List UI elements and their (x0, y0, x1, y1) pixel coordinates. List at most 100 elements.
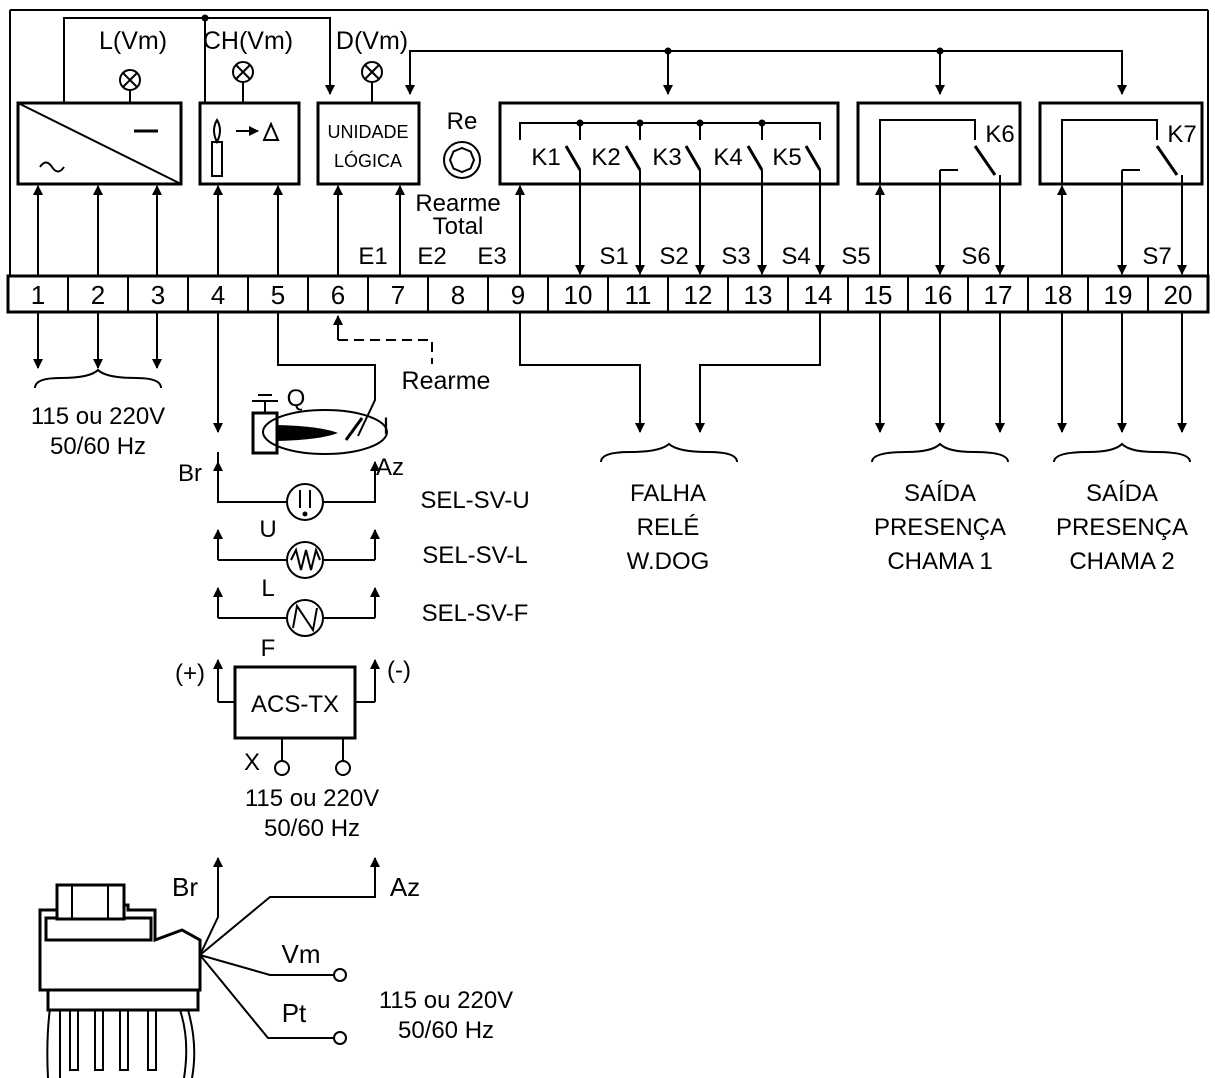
terminal-number: 16 (924, 280, 953, 310)
relay-k2-label: K2 (591, 144, 620, 171)
terminal-number: 2 (91, 280, 105, 310)
terminal-label-s5: S5 (841, 243, 870, 270)
indicator-d-label: D(Vm) (336, 27, 408, 55)
flame1-output-label-2: PRESENÇA (874, 514, 1006, 541)
flame2-output-label-3: CHAMA 2 (1069, 548, 1174, 575)
sensor-i-label: I (383, 413, 390, 440)
model-sel-sv-l: SEL-SV-L (422, 542, 527, 569)
indicator-ch-label: CH(Vm) (203, 27, 293, 55)
terminal-number: 1 (31, 280, 45, 310)
relay-k1-label: K1 (531, 144, 560, 171)
terminal-label-e1: E1 (358, 243, 387, 270)
transmitter-x-label: X (244, 749, 260, 776)
sensor-u-row (213, 461, 380, 503)
terminal-label-s1: S1 (599, 243, 628, 270)
failure-output-label-3: W.DOG (627, 548, 710, 575)
total-reset-label-2: Total (433, 213, 484, 240)
relay-supply-rail (405, 47, 1127, 95)
relay-block-k1-k5 (498, 101, 840, 186)
terminal-number: 5 (271, 280, 285, 310)
terminal-label-e3: E3 (477, 243, 506, 270)
ir-sensor-icon (286, 541, 324, 579)
failure-output-label-1: FALHA (630, 480, 706, 507)
indicator-l-label: L(Vm) (99, 27, 167, 55)
terminal-number: 13 (744, 280, 773, 310)
flame2-output-label-1: SAÍDA (1086, 480, 1158, 507)
igniter-icon (251, 394, 388, 455)
flame1-output-wiring (871, 312, 1009, 463)
sensor-az-label: Az (376, 454, 404, 481)
logic-unit-label-2: LÓGICA (334, 150, 402, 171)
cable-supply-frequency: 50/60 Hz (398, 1017, 494, 1044)
lamp-l-icon (119, 69, 141, 103)
flame2-output-wiring (1053, 312, 1191, 463)
sensor-f-label: F (261, 635, 276, 662)
terminal-number: 12 (684, 280, 713, 310)
relay-k4-label: K4 (713, 144, 742, 171)
remote-reset-label: Rearme (402, 367, 491, 395)
model-sel-sv-f: SEL-SV-F (422, 600, 529, 627)
flame2-output-label-2: PRESENÇA (1056, 514, 1188, 541)
main-supply-wiring (33, 312, 162, 389)
terminal-number: 4 (211, 280, 225, 310)
cable-supply-voltage: 115 ou 220V (379, 987, 513, 1014)
sensor-br-label: Br (178, 460, 202, 487)
cable-pt-label: Pt (282, 998, 307, 1028)
cable-vm-label: Vm (282, 939, 321, 969)
total-reset-label-1: Rearme (415, 190, 500, 217)
sensor-cable-wiring (199, 857, 380, 1045)
flame-amplifier-box (198, 101, 301, 186)
terminal-label-s2: S2 (659, 243, 688, 270)
terminal-label-s7: S7 (1142, 243, 1171, 270)
remote-reset-wiring (333, 315, 433, 364)
terminal-label-e2: E2 (417, 243, 446, 270)
terminal-label-s6: S6 (961, 243, 990, 270)
terminal-number: 18 (1044, 280, 1073, 310)
failure-output-wiring (519, 312, 821, 463)
relay-k7-label: K7 (1167, 121, 1196, 148)
terminal-number: 15 (864, 280, 893, 310)
internal-wiring (33, 170, 1187, 276)
transmitter-label: ACS-TX (251, 691, 339, 718)
sensor-f-row (213, 587, 380, 619)
power-rail (63, 14, 335, 103)
flame1-output-label-1: SAÍDA (904, 480, 976, 507)
terminal-label-s4: S4 (781, 243, 810, 270)
power-supply-box (16, 101, 183, 186)
sensor-head-icon (38, 883, 202, 1078)
tx-supply-frequency: 50/60 Hz (264, 815, 360, 842)
terminal-label-s3: S3 (721, 243, 750, 270)
flicker-sensor-icon (286, 599, 324, 637)
terminal-number: 17 (984, 280, 1013, 310)
uv-sensor-icon (286, 483, 324, 521)
reset-button-label: Re (447, 108, 478, 135)
lamp-ch-icon (232, 61, 254, 103)
terminal-number: 14 (804, 280, 833, 310)
sensor-l-label: L (261, 575, 274, 602)
transmitter-wiring (213, 659, 380, 776)
enclosure-outline (9, 9, 1209, 276)
model-sel-sv-u: SEL-SV-U (420, 487, 529, 514)
relay-k3-label: K3 (652, 144, 681, 171)
reset-button-icon[interactable] (443, 141, 481, 179)
logic-unit-label-1: UNIDADE (327, 122, 408, 142)
transmitter-plus-label: (+) (175, 660, 205, 687)
failure-output-label-2: RELÉ (637, 514, 700, 541)
lamp-d-icon (361, 61, 383, 103)
terminal-number: 9 (511, 280, 525, 310)
tx-supply-voltage: 115 ou 220V (245, 785, 379, 812)
terminal-number: 8 (451, 280, 465, 310)
relay-k6-label: K6 (985, 121, 1014, 148)
transmitter-minus-label: (-) (387, 657, 411, 684)
main-supply-frequency: 50/60 Hz (50, 433, 146, 460)
terminal-number: 3 (151, 280, 165, 310)
sensor-l-row (213, 529, 380, 561)
cable-br-label: Br (172, 872, 198, 902)
sensor-q-label: Q (287, 385, 306, 412)
terminal-number: 19 (1104, 280, 1133, 310)
flame1-output-label-3: CHAMA 1 (887, 548, 992, 575)
main-supply-voltage: 115 ou 220V (31, 403, 165, 430)
terminal-number: 11 (625, 280, 652, 310)
sensor-u-label: U (259, 516, 276, 543)
